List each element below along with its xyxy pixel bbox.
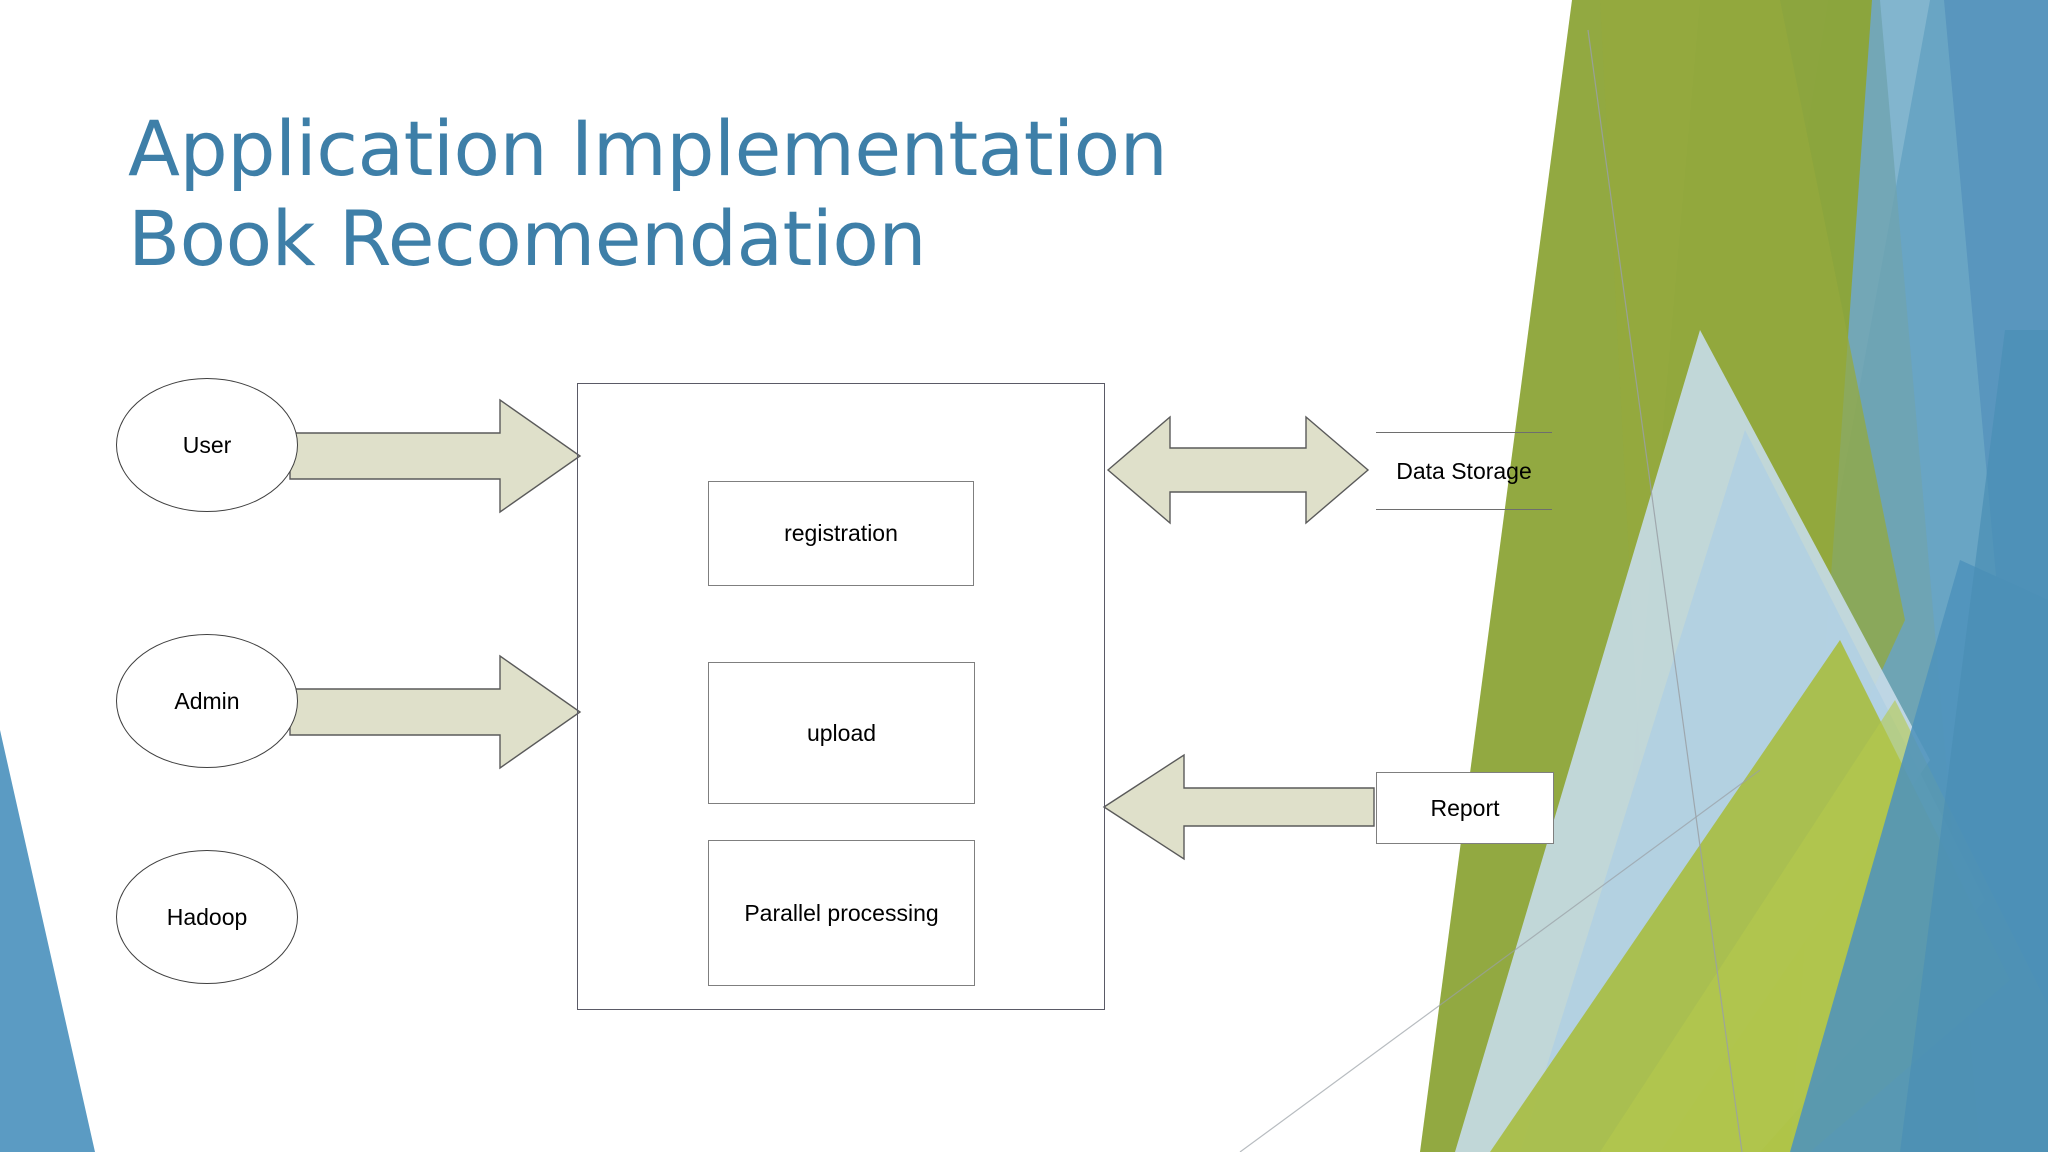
actor-ellipse-admin[interactable]: Admin	[116, 634, 298, 768]
corner-triangle-bottom-left	[0, 730, 95, 1152]
module-label-registration: registration	[784, 520, 898, 546]
external-data-storage[interactable]: Data Storage	[1376, 432, 1552, 510]
module-label-parallel-processing: Parallel processing	[744, 899, 939, 926]
system-container-box[interactable]	[577, 383, 1105, 1010]
actor-label-admin: Admin	[174, 687, 240, 714]
title-line-1: Application Implementation	[128, 104, 1168, 193]
actor-label-user: User	[182, 431, 232, 458]
module-box-registration[interactable]: registration	[708, 481, 974, 586]
slide-title: Application Implementation Book Recomend…	[128, 104, 1228, 283]
arrow-system-to-data-storage	[1106, 415, 1370, 525]
module-box-parallel-processing[interactable]: Parallel processing	[708, 840, 975, 986]
actor-label-hadoop: Hadoop	[166, 903, 248, 930]
actor-ellipse-user[interactable]: User	[116, 378, 298, 512]
module-label-upload: upload	[806, 719, 877, 746]
arrow-user-to-system	[289, 398, 582, 514]
external-label-report: Report	[1430, 794, 1500, 821]
title-line-2: Book Recomendation	[128, 193, 927, 283]
arrow-admin-to-system	[289, 654, 582, 770]
external-report-box[interactable]: Report	[1376, 772, 1554, 844]
actor-ellipse-hadoop[interactable]: Hadoop	[116, 850, 298, 984]
arrow-report-to-system	[1102, 753, 1375, 861]
module-box-upload[interactable]: upload	[708, 662, 975, 804]
external-label-data-storage: Data Storage	[1396, 457, 1532, 484]
facet-cluster-right	[1239, 0, 2048, 1152]
